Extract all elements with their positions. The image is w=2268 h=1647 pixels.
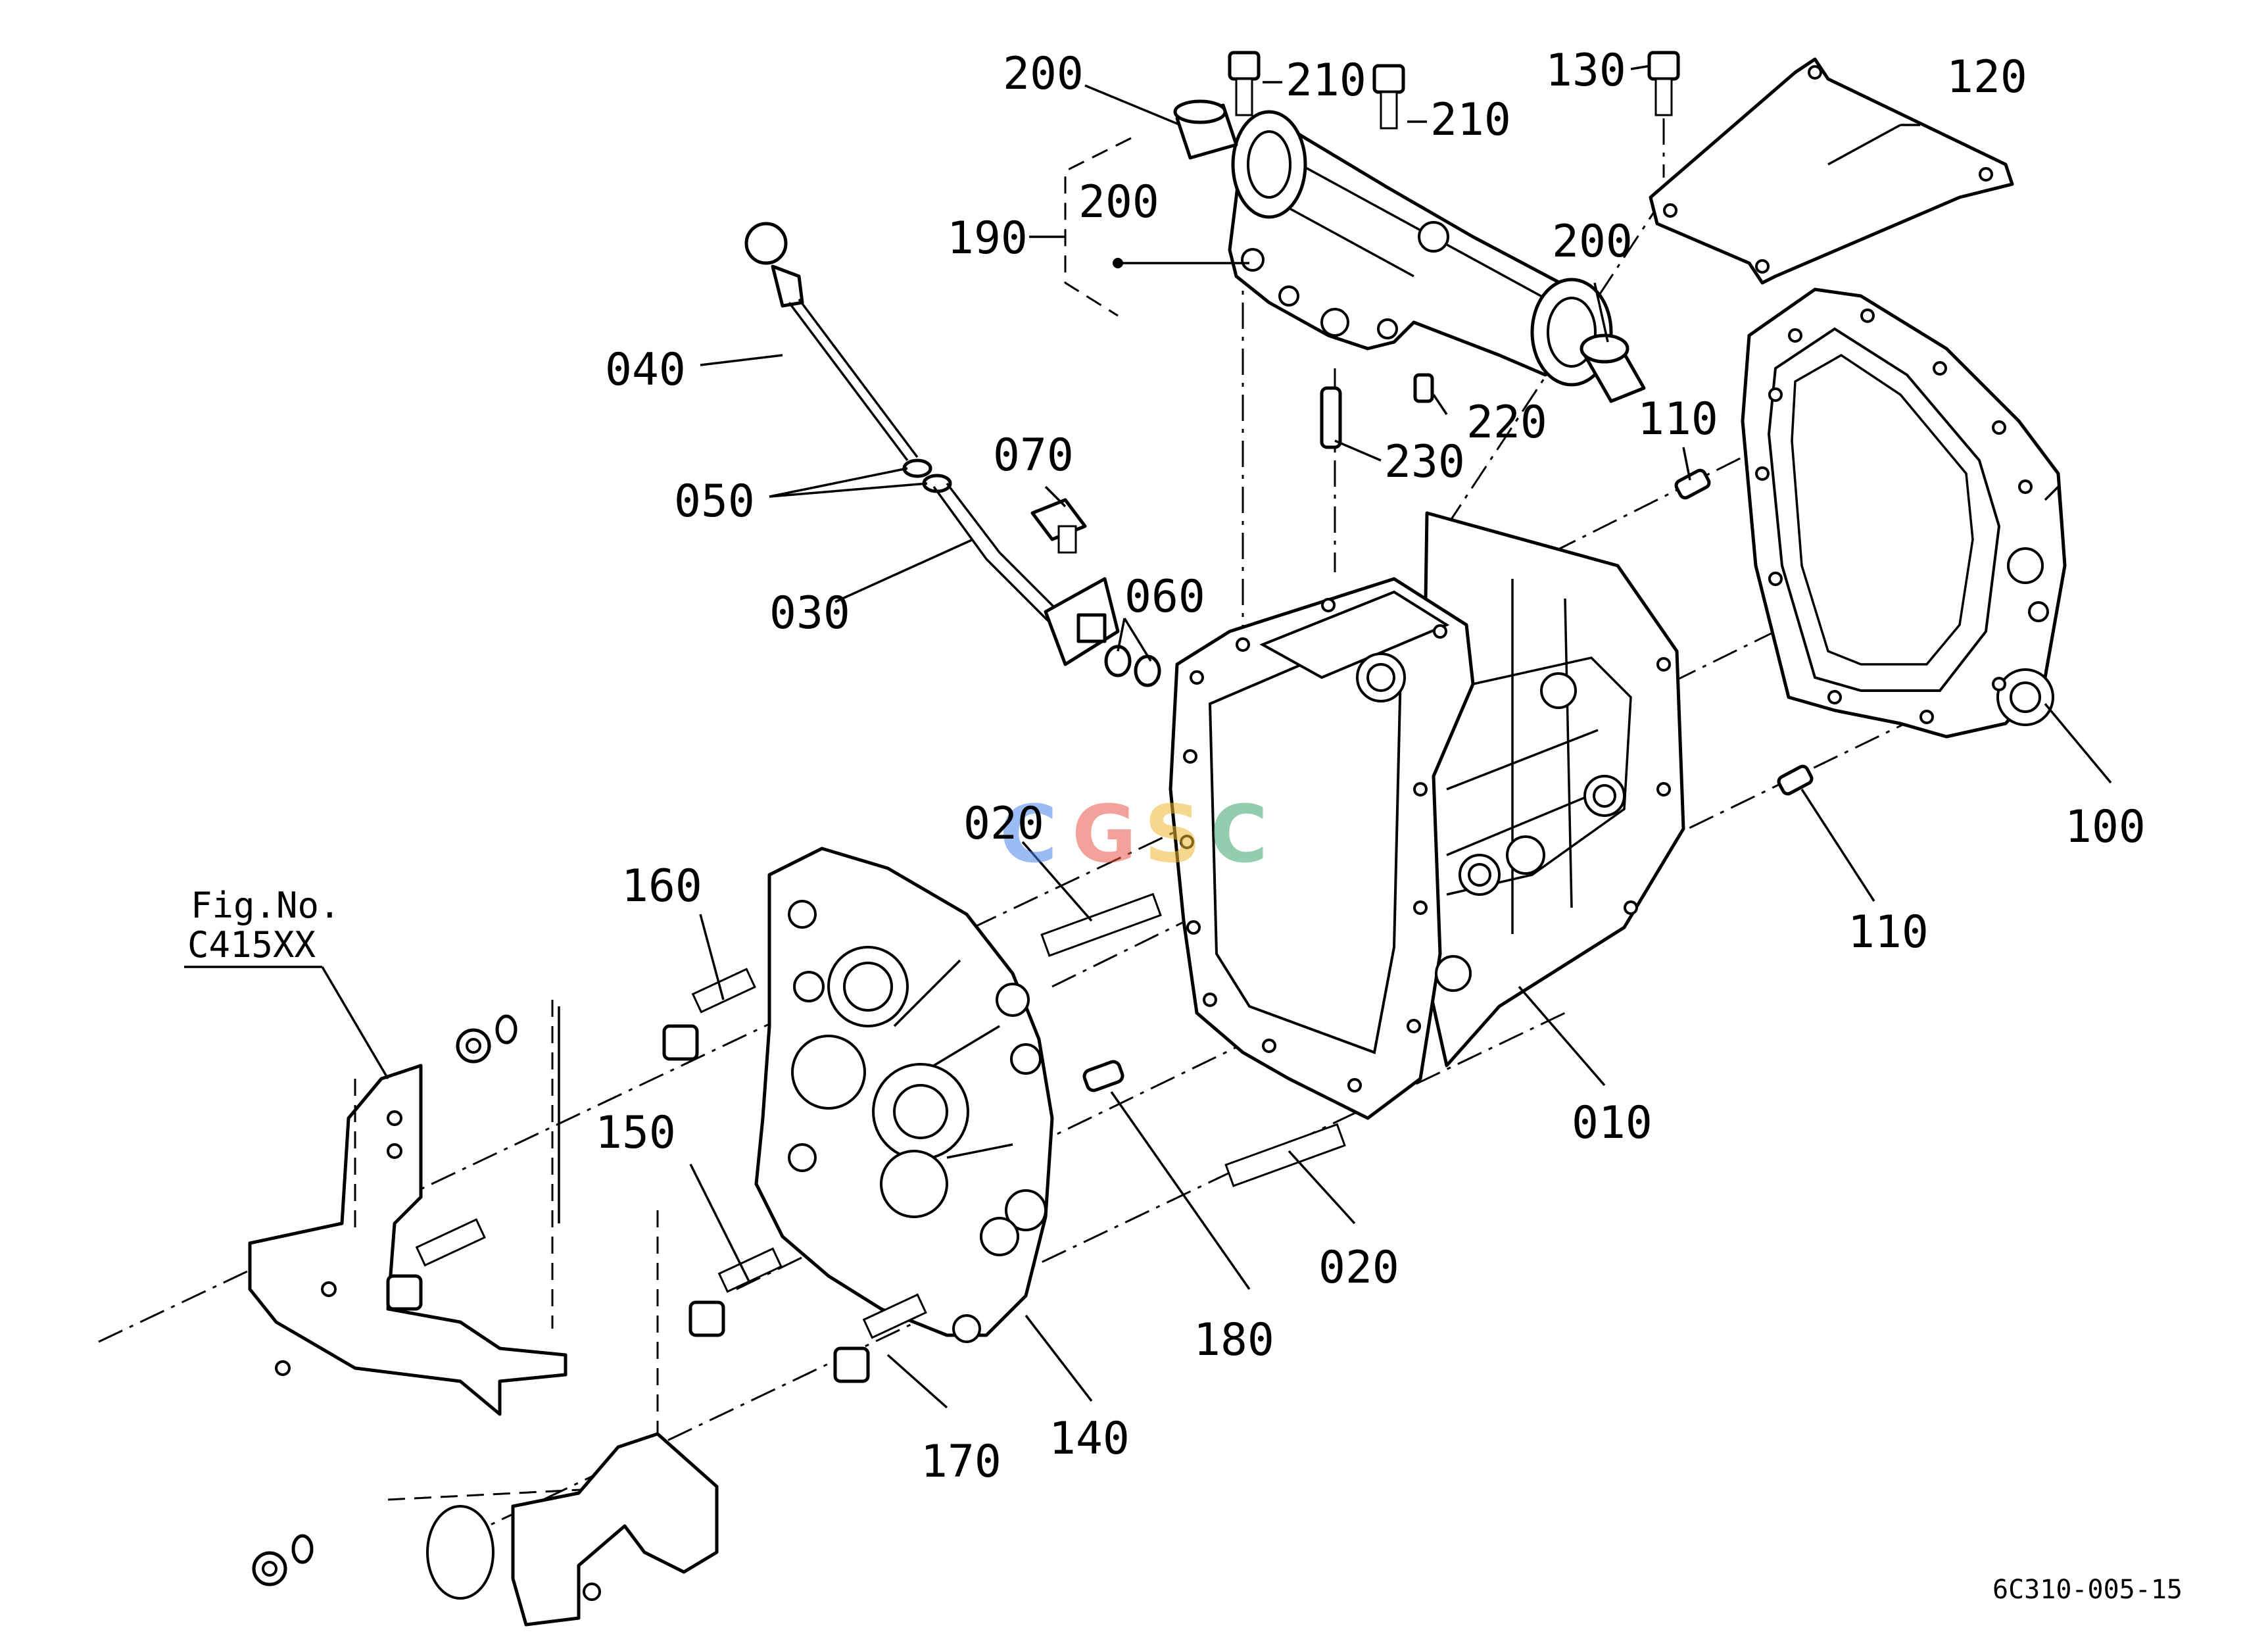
part-label-230: 230 bbox=[1384, 436, 1465, 488]
part-label-110-lower: 110 bbox=[1848, 906, 1929, 958]
figure-reference: Fig.No. C415XX bbox=[187, 885, 341, 966]
part-label-210-a: 210 bbox=[1286, 55, 1366, 107]
part-label-180: 180 bbox=[1194, 1314, 1274, 1366]
o-rings-060 bbox=[1104, 645, 1161, 687]
bushing-200-left bbox=[1173, 99, 1238, 160]
part-label-030: 030 bbox=[769, 587, 850, 639]
figure-ref-line2: C415XX bbox=[187, 924, 316, 966]
part-label-110-upper: 110 bbox=[1637, 393, 1718, 445]
part-label-160: 160 bbox=[621, 860, 702, 912]
watermark-letter-1: C bbox=[1000, 789, 1057, 881]
tube-030 bbox=[932, 482, 1120, 666]
transmission-case-010 bbox=[1169, 511, 1685, 1120]
nut-lower bbox=[252, 1551, 287, 1586]
bolt-160 bbox=[662, 968, 756, 1061]
washer-upper bbox=[495, 1014, 518, 1045]
part-label-100: 100 bbox=[2065, 801, 2146, 853]
stud-020-lower bbox=[1224, 1123, 1346, 1187]
watermark-letter-3: S bbox=[1144, 789, 1201, 881]
plug-070 bbox=[1030, 498, 1087, 554]
part-label-220: 220 bbox=[1466, 397, 1547, 449]
part-labels: 200 210 210 130 120 190 200 200 040 220 … bbox=[595, 45, 2146, 1488]
watermark-letter-2: G bbox=[1072, 789, 1137, 881]
leader-lines bbox=[184, 64, 2112, 1409]
nut-upper bbox=[456, 1028, 491, 1064]
reference-frame bbox=[248, 1000, 719, 1627]
part-label-150: 150 bbox=[595, 1107, 676, 1159]
bolt-frame bbox=[386, 1218, 486, 1311]
part-label-170: 170 bbox=[921, 1436, 1001, 1488]
part-label-070: 070 bbox=[993, 430, 1074, 481]
pin-230 bbox=[1320, 386, 1342, 449]
part-label-210-b: 210 bbox=[1430, 94, 1511, 146]
part-label-120: 120 bbox=[1946, 51, 2027, 103]
bolt-150 bbox=[688, 1247, 783, 1337]
stud-020-upper bbox=[1040, 893, 1162, 957]
part-label-020-lower: 020 bbox=[1318, 1242, 1399, 1294]
o-rings-050 bbox=[902, 458, 952, 493]
figure-ref-line1: Fig.No. bbox=[191, 885, 341, 926]
part-label-140: 140 bbox=[1049, 1413, 1130, 1465]
part-label-060: 060 bbox=[1124, 571, 1205, 623]
part-label-200-top: 200 bbox=[1003, 48, 1084, 100]
front-cover-140 bbox=[754, 847, 1054, 1343]
dowel-110-upper bbox=[1674, 468, 1711, 500]
part-label-130: 130 bbox=[1545, 45, 1626, 97]
part-label-200-right: 200 bbox=[1552, 216, 1633, 268]
part-label-190: 190 bbox=[947, 212, 1028, 264]
part-label-200-bracket: 200 bbox=[1078, 176, 1159, 228]
washer-lower bbox=[291, 1534, 314, 1564]
part-label-040: 040 bbox=[605, 344, 686, 396]
bolt-210-b bbox=[1372, 64, 1405, 130]
rear-housing-100 bbox=[1741, 287, 2067, 739]
drawing-code: 6C310-005-15 bbox=[1992, 1575, 2183, 1605]
part-label-010: 010 bbox=[1572, 1097, 1653, 1149]
watermark-letter-4: C bbox=[1210, 789, 1268, 881]
pin-220 bbox=[1413, 373, 1434, 403]
cover-plate-120 bbox=[1649, 57, 2014, 285]
part-label-050: 050 bbox=[674, 476, 755, 528]
pin-180 bbox=[1082, 1060, 1124, 1093]
bolt-170 bbox=[833, 1293, 927, 1383]
bolt-130 bbox=[1647, 51, 1680, 116]
part-label-020-upper: 020 bbox=[963, 798, 1044, 850]
dowel-110-lower bbox=[1777, 764, 1814, 796]
dipstick-040 bbox=[744, 222, 919, 462]
bolt-210-a bbox=[1228, 51, 1261, 116]
bushing-200-right bbox=[1580, 333, 1646, 403]
watermark: C G S C bbox=[1000, 789, 1268, 881]
